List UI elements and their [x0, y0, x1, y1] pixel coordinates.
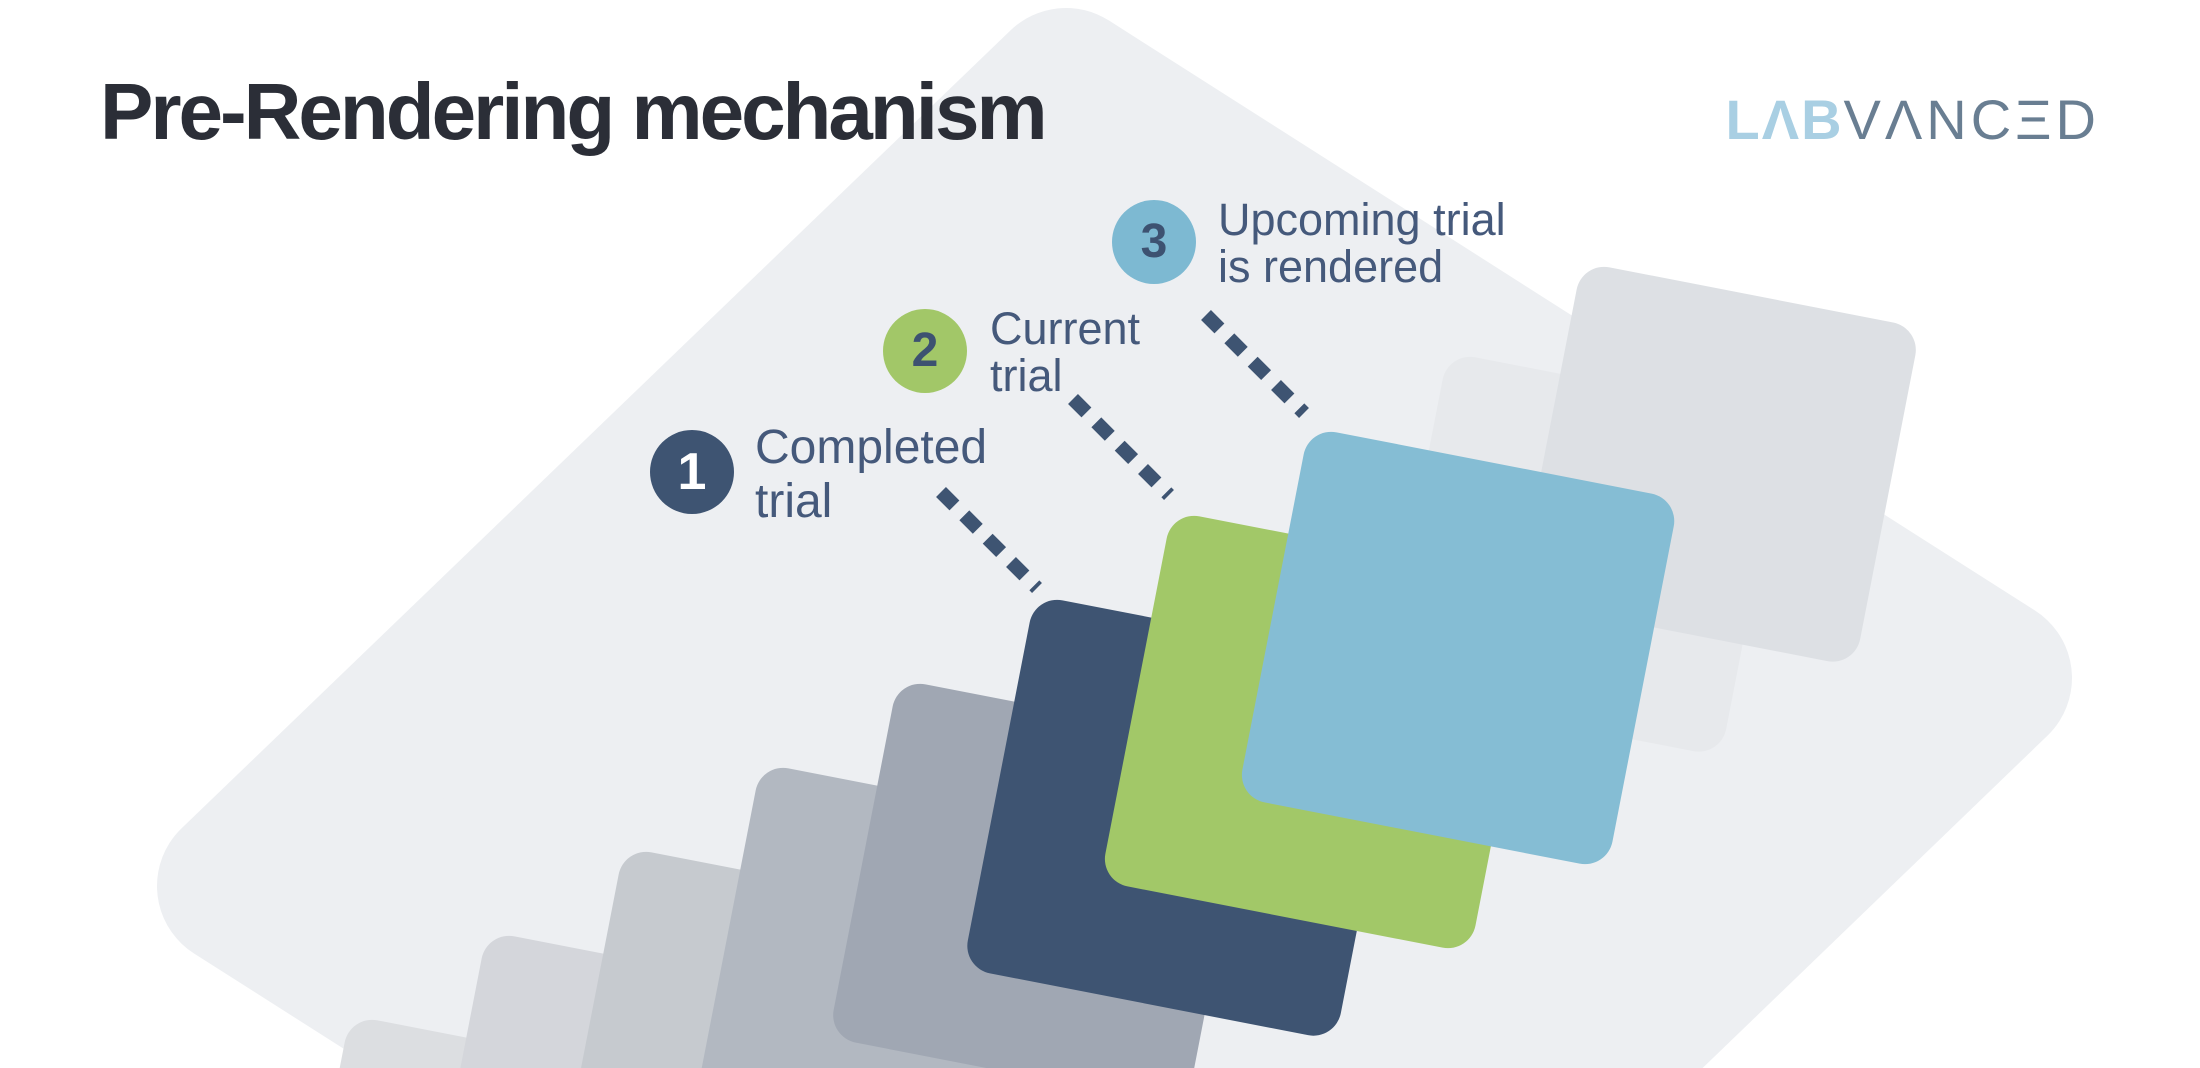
- step-3-circle: 3: [1112, 200, 1196, 284]
- step-2-label-line: trial: [990, 350, 1063, 401]
- step-2-circle: 2: [883, 309, 967, 393]
- page-title: Pre-Rendering mechanism: [100, 67, 1048, 156]
- step-3-label-line: Upcoming trial: [1218, 194, 1506, 245]
- step-3-label-line: is rendered: [1218, 241, 1444, 292]
- logo-bold-text: LΛB: [1725, 88, 1844, 151]
- step-1-circle: 1: [650, 430, 734, 514]
- logo-light-text: VΛNCΞD: [1843, 88, 2100, 151]
- step-1-label-line: trial: [755, 475, 833, 528]
- step-2-label-line: Current: [990, 303, 1141, 354]
- step-1-label-line: Completed: [755, 421, 988, 474]
